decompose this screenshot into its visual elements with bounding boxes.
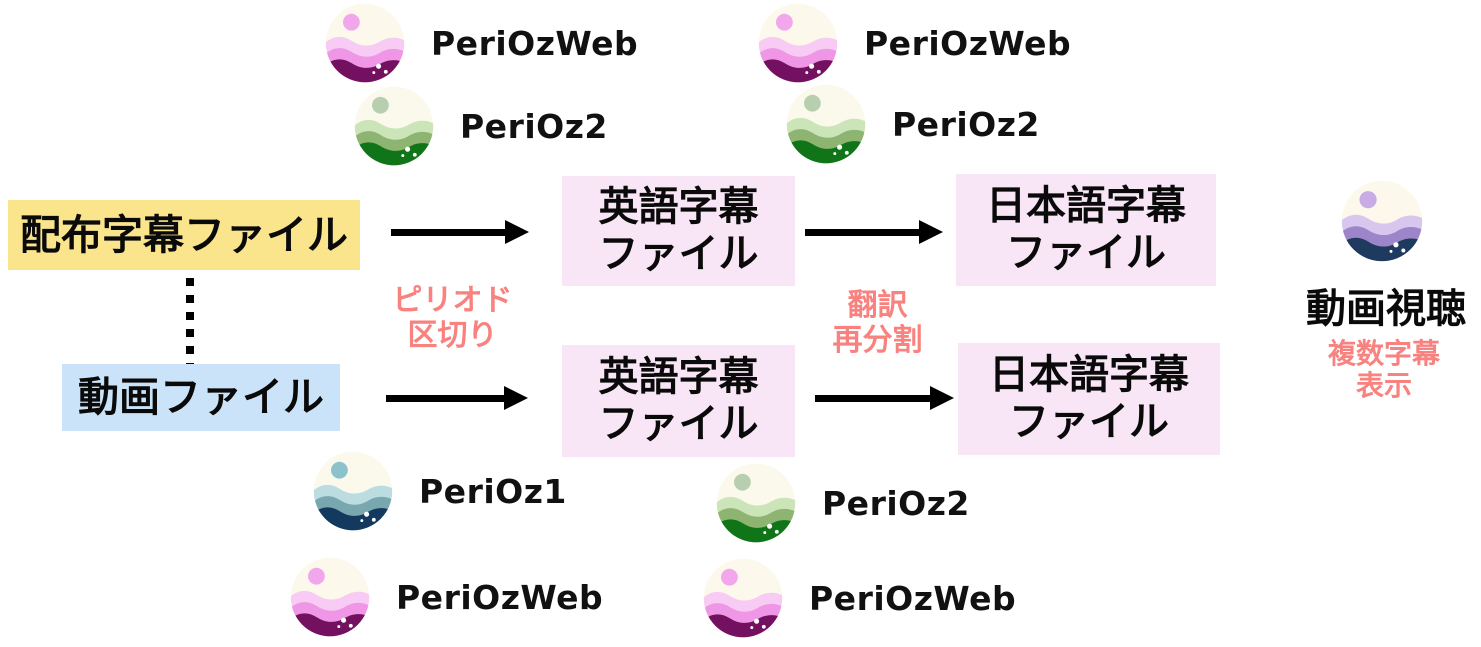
label-line: ピリオド [392,283,513,318]
dotted-connector [186,278,194,366]
label-line: 複数字幕 [1327,337,1440,370]
box-label: ファイル [598,401,759,447]
label-line: 再分割 [832,322,923,358]
box-label: ファイル [1006,230,1166,276]
tool-label: PeriOz2 [822,483,970,523]
label-line: 翻訳 [847,288,908,323]
perioz2-icon [354,86,434,166]
perioz2-icon [786,84,866,164]
english-subtitle-file-box-top: 英語字幕 ファイル [562,176,795,286]
arrow-source-to-english-top [391,220,529,244]
box-label: ファイル [598,231,759,277]
tool-label: PeriOzWeb [431,23,639,63]
box-label: ファイル [1009,399,1169,445]
tool-badge-top-right-perioz2: PeriOz2 [786,84,1040,164]
box-label: 英語字幕 [598,183,759,230]
tool-label: PeriOz1 [419,471,567,511]
tool-label: PeriOzWeb [864,23,1072,63]
label-line: 区切り [407,317,498,353]
box-label: 日本語字幕 [986,182,1186,229]
box-label: 配布字幕ファイル [20,210,348,259]
multi-subtitle-display-note: 複数字幕 表示 [1308,337,1460,403]
arrow-english-to-japanese-top [805,220,943,244]
periozweb-icon [703,558,783,638]
tool-badge-top-right-periozweb: PeriOzWeb [758,3,1071,83]
tool-label: PeriOz2 [892,104,1040,144]
box-label: 動画ファイル [78,373,324,422]
perioz1-icon [313,451,393,531]
distributed-subtitle-file-box: 配布字幕ファイル [8,200,360,270]
translate-resplit-label: 翻訳 再分割 [810,288,945,358]
box-label: 日本語字幕 [989,351,1189,398]
video-file-box: 動画ファイル [62,364,340,431]
periozweb-icon [758,3,838,83]
period-split-label: ピリオド 区切り [385,283,520,353]
tool-badge-bottom-middle-periozweb: PeriOzWeb [703,558,1016,638]
tool-label: PeriOzWeb [396,577,604,617]
label-line: 表示 [1355,369,1412,403]
english-subtitle-file-box-bottom: 英語字幕 ファイル [562,345,795,457]
japanese-subtitle-file-box-bottom: 日本語字幕 ファイル [958,343,1220,455]
box-label: 英語字幕 [598,353,759,400]
video-viewing-title: 動画視聴 [1306,286,1466,332]
arrow-video-to-english-bottom [386,386,528,410]
periozweb-icon [290,557,370,637]
perioz2-icon [716,463,796,543]
tool-badge-bottom-left-periozweb: PeriOzWeb [290,557,603,637]
tool-badge-top-left-periozweb: PeriOzWeb [325,3,638,83]
tool-label: PeriOz2 [460,106,608,146]
tool-badge-bottom-middle-perioz2: PeriOz2 [716,463,970,543]
tool-badge-top-left-perioz2: PeriOz2 [354,86,608,166]
periozweb-icon [325,3,405,83]
tool-label: PeriOzWeb [809,578,1017,618]
japanese-subtitle-file-box-top: 日本語字幕 ファイル [956,174,1216,286]
video-viewing-icon [1341,180,1423,262]
arrow-english-to-japanese-bottom [815,386,954,410]
tool-badge-bottom-left-perioz1: PeriOz1 [313,451,567,531]
